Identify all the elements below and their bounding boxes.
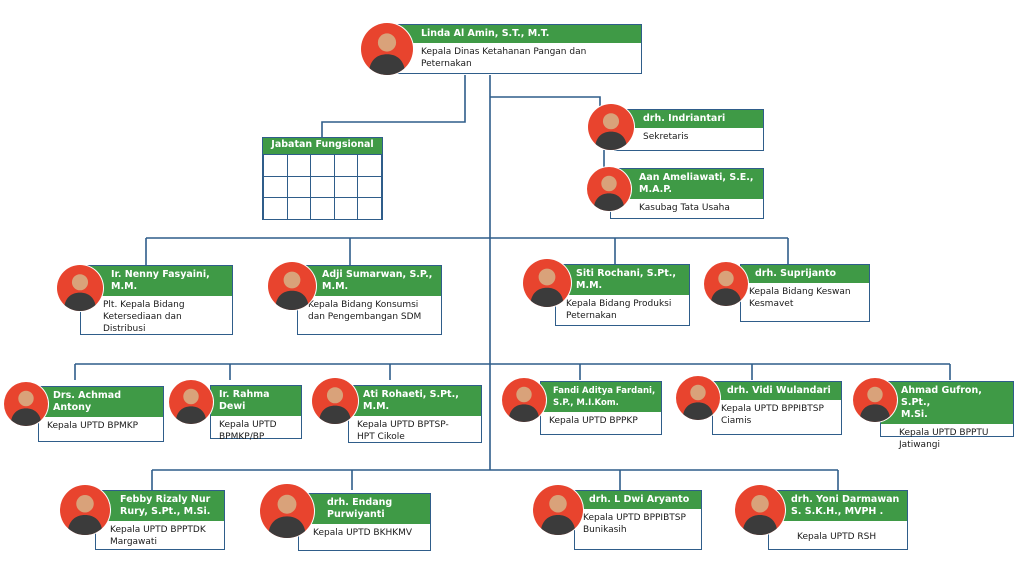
uptd1-name-3: Ati Rohaeti, S.Pt., M.M.	[349, 386, 481, 416]
uptd1-photo-2	[169, 380, 213, 424]
bidang-role-1: Plt. Kepala Bidang Ketersediaan dan Dist…	[103, 300, 185, 334]
uptd1-name-2: Ir. Rahma Dewi	[211, 386, 301, 416]
bidang-card-4: drh. Suprijanto Kepala Bidang Keswan Kes…	[740, 264, 870, 322]
uptd2-card-2: drh. Endang Purwiyanti Kepala UPTD BKHKM…	[298, 493, 431, 551]
uptd1-photo-3	[312, 378, 358, 424]
uptd1-card-2: Ir. Rahma Dewi Kepala UPTD BPMKP/BP	[210, 385, 302, 442]
uptd1-photo-5	[676, 376, 720, 420]
uptd1-photo-6	[853, 378, 897, 422]
uptd2-name-4: drh. Yoni Darmawan S. S.K.H., MVPH .	[769, 491, 907, 521]
uptd2-card-1: Febby Rizaly Nur Rury, S.Pt., M.Si. Kepa…	[95, 490, 225, 550]
uptd2-photo-3	[533, 485, 583, 535]
uptd1-name-6: Ahmad Gufron, S.Pt., M.Si.	[881, 382, 1013, 424]
jabatan-fungsional-title: Jabatan Fungsional	[263, 138, 382, 154]
uptd1-role-6: Kepala UPTD BPPTU Jatiwangi	[899, 428, 989, 450]
uptd1-card-4: Fandi Aditya Fardani, S.P., M.I.Kom. Kep…	[540, 381, 662, 435]
uptd2-card-3: drh. L Dwi Aryanto Kepala UPTD BPPIBTSP …	[574, 490, 702, 550]
uptd2-photo-1	[60, 485, 110, 535]
bidang-photo-2	[268, 262, 316, 310]
bidang-card-2: Adji Sumarwan, S.P., M.M. Kepala Bidang …	[297, 265, 442, 335]
bidang-photo-1	[57, 265, 103, 311]
uptd1-photo-1	[4, 382, 48, 426]
bidang-name-2: Adji Sumarwan, S.P., M.M.	[298, 266, 441, 296]
uptd1-card-3: Ati Rohaeti, S.Pt., M.M. Kepala UPTD BPT…	[348, 385, 482, 443]
uptd1-role-4: Kepala UPTD BPPKP	[549, 416, 638, 426]
bidang-card-1: Ir. Nenny Fasyaini, M.M. Plt. Kepala Bid…	[80, 265, 233, 335]
uptd2-photo-4	[735, 485, 785, 535]
uptd1-role-1: Kepala UPTD BPMKP	[47, 421, 139, 431]
bidang-card-3: Siti Rochani, S.Pt., M.M. Kepala Bidang …	[555, 264, 690, 326]
uptd2-name-1: Febby Rizaly Nur Rury, S.Pt., M.Si.	[96, 491, 224, 521]
secretary-card: drh. Indriantari Sekretaris	[614, 109, 764, 151]
uptd2-role-3: Kepala UPTD BPPIBTSP Bunikasih	[583, 513, 686, 535]
jabatan-fungsional-box: Jabatan Fungsional	[262, 137, 383, 220]
bidang-role-4: Kepala Bidang Keswan Kesmavet	[749, 287, 851, 309]
tata-usaha-name: Aan Ameliawati, S.E., M.A.P.	[611, 169, 763, 199]
bidang-name-4: drh. Suprijanto	[741, 265, 869, 283]
uptd1-card-5: drh. Vidi Wulandari Kepala UPTD BPPIBTSP…	[712, 381, 842, 435]
tata-usaha-role: Kasubag Tata Usaha	[639, 203, 730, 213]
uptd1-role-3: Kepala UPTD BPTSP- HPT Cikole	[357, 420, 449, 442]
uptd1-role-5: Kepala UPTD BPPIBTSP Ciamis	[721, 404, 824, 426]
uptd2-role-1: Kepala UPTD BPPTDK Margawati	[110, 525, 206, 547]
head-role: Kepala Dinas Ketahanan Pangan dan Petern…	[421, 47, 587, 69]
uptd2-role-2: Kepala UPTD BKHKMV	[313, 528, 413, 538]
head-card: Linda Al Amin, S.T., M.T. Kepala Dinas K…	[390, 24, 642, 74]
uptd1-name-1: Drs. Achmad Antony	[39, 387, 163, 417]
bidang-role-2: Kepala Bidang Konsumsi dan Pengembangan …	[308, 300, 422, 322]
uptd1-photo-4	[502, 378, 546, 422]
bidang-role-3: Kepala Bidang Produksi Peternakan	[566, 299, 672, 321]
secretary-photo	[588, 104, 634, 150]
uptd1-card-1: Drs. Achmad Antony Kepala UPTD BPMKP	[38, 386, 164, 442]
bidang-photo-4	[704, 262, 748, 306]
uptd2-name-2: drh. Endang Purwiyanti	[299, 494, 430, 524]
secretary-name: drh. Indriantari	[615, 110, 763, 128]
uptd2-photo-2	[260, 484, 314, 538]
jabatan-fungsional-grid	[263, 154, 382, 220]
uptd2-role-4: Kepala UPTD RSH	[797, 532, 877, 542]
uptd1-name-4: Fandi Aditya Fardani, S.P., M.I.Kom.	[541, 382, 661, 412]
tata-usaha-photo	[587, 167, 631, 211]
uptd1-name-5: drh. Vidi Wulandari	[713, 382, 841, 400]
head-photo	[361, 23, 413, 75]
head-name: Linda Al Amin, S.T., M.T.	[391, 25, 641, 43]
uptd2-name-3: drh. L Dwi Aryanto	[575, 491, 701, 509]
secretary-role: Sekretaris	[643, 132, 689, 142]
bidang-name-1: Ir. Nenny Fasyaini, M.M.	[81, 266, 232, 296]
uptd2-card-4: drh. Yoni Darmawan S. S.K.H., MVPH . Kep…	[768, 490, 908, 550]
tata-usaha-card: Aan Ameliawati, S.E., M.A.P. Kasubag Tat…	[610, 168, 764, 219]
uptd1-role-2: Kepala UPTD BPMKP/BP	[219, 420, 277, 442]
uptd1-card-6: Ahmad Gufron, S.Pt., M.Si. Kepala UPTD B…	[880, 381, 1014, 450]
bidang-photo-3	[523, 259, 571, 307]
bidang-name-3: Siti Rochani, S.Pt., M.M.	[556, 265, 689, 295]
